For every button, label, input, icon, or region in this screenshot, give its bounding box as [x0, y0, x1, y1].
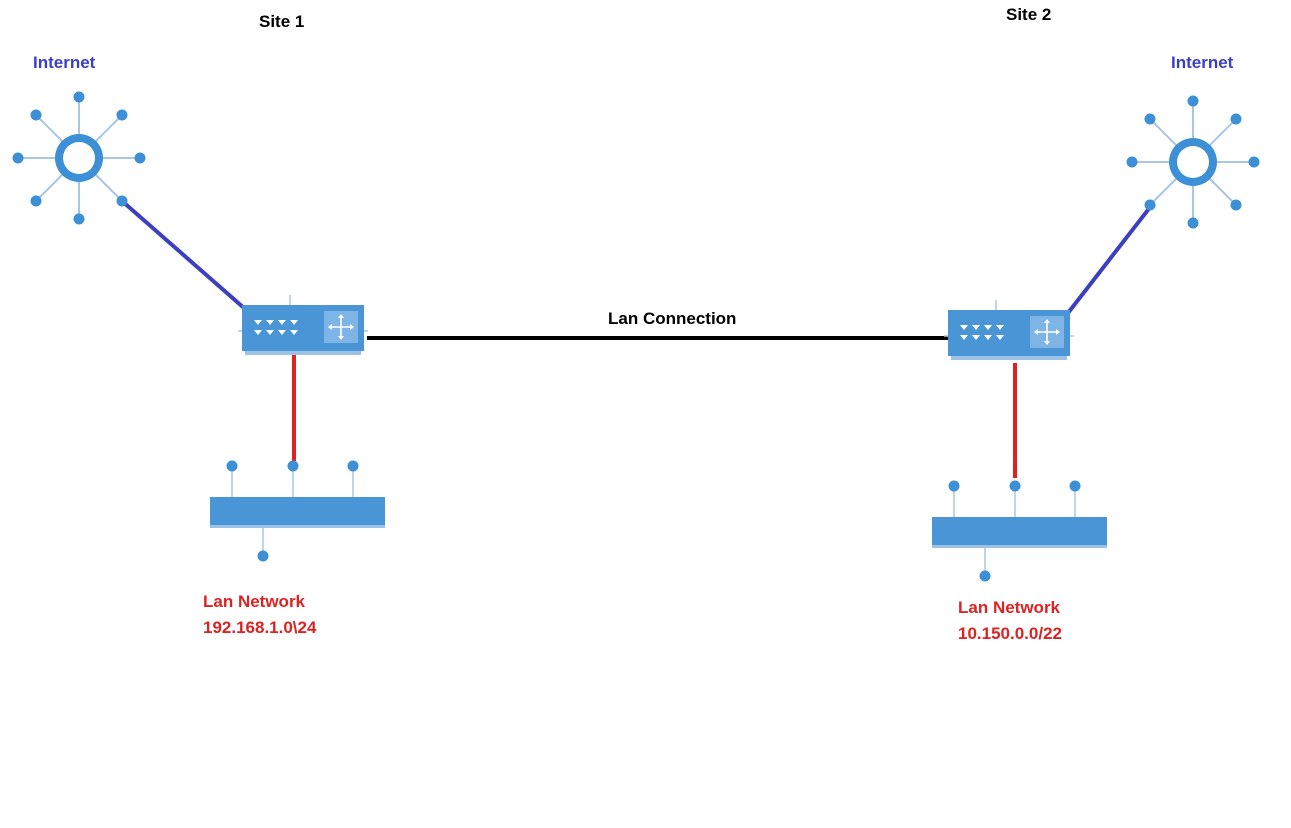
site1-router-switch-icon — [237, 294, 369, 356]
site1-lan-bus-icon — [209, 459, 386, 563]
site2-router-switch-icon — [943, 299, 1075, 361]
site1-internet-link — [120, 199, 246, 310]
site1-title: Site 1 — [259, 12, 305, 31]
site2-lan-network-label: Lan Network 10.150.0.0/22 — [958, 595, 1062, 647]
lan-connection-label: Lan Connection — [608, 309, 737, 328]
site2-internet-link — [1066, 204, 1153, 315]
site2-lan-bus-icon — [931, 479, 1108, 583]
site2-lan-subnet: 10.150.0.0/22 — [958, 624, 1062, 643]
site1-internet-globe-icon — [11, 90, 147, 226]
site1-lan-network-label: Lan Network 192.168.1.0\24 — [203, 589, 316, 641]
site1-internet-label: Internet — [33, 53, 96, 72]
site2-internet-label: Internet — [1171, 53, 1234, 72]
site2-internet-globe-icon — [1125, 94, 1261, 230]
site1-lan-subnet: 192.168.1.0\24 — [203, 618, 317, 637]
site2-lan-name: Lan Network — [958, 598, 1061, 617]
site1-lan-name: Lan Network — [203, 592, 306, 611]
site2-title: Site 2 — [1006, 5, 1052, 24]
